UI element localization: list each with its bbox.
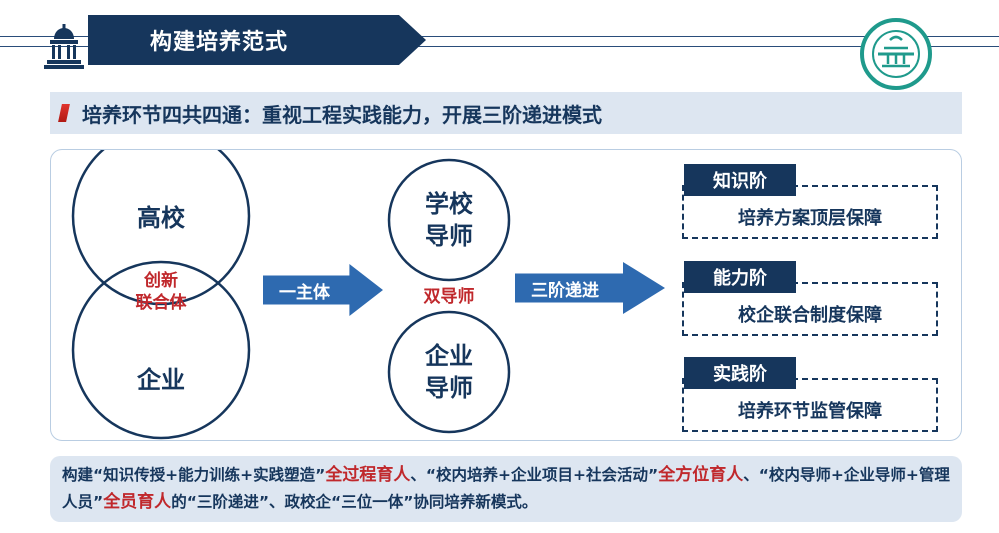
stage-knowledge-desc: 培养方案顶层保障 xyxy=(738,208,882,229)
stage-ability-box: 校企联合制度保障 xyxy=(682,282,938,336)
page-title-text: 构建培养范式 xyxy=(150,30,289,55)
label-school-mentor-line1: 学校 xyxy=(425,190,473,218)
stage-ability-desc: 校企联合制度保障 xyxy=(738,305,882,326)
summary-part3: 、“校内导师+企业导师+管理人员” xyxy=(62,466,950,511)
label-school-mentor-line2: 导师 xyxy=(425,222,473,250)
subtitle-text: 培养环节四共四通：重视工程实践能力，开展三阶递进模式 xyxy=(82,102,602,127)
label-university: 高校 xyxy=(137,204,185,232)
label-dual-mentor: 双导师 xyxy=(423,287,475,307)
label-school-mentor: 学校 导师 xyxy=(399,188,499,252)
label-enterprise-mentor: 企业 导师 xyxy=(399,340,499,404)
stage-ability-tag: 能力阶 xyxy=(684,261,796,293)
header-line-top xyxy=(0,36,999,37)
summary-part1: 构建“知识传授+能力训练+实践塑造” xyxy=(62,466,326,484)
arrow-one-subject-label: 一主体 xyxy=(279,282,330,303)
label-innovation-line2: 联合体 xyxy=(135,293,187,313)
header-line-bottom xyxy=(0,46,999,47)
university-building-icon xyxy=(44,24,84,70)
stage-practice-box: 培养环节监管保障 xyxy=(682,378,938,432)
diagram-circles xyxy=(71,150,511,440)
summary-part4: 的“三阶递进”、政校企“三位一体”协同培养新模式。 xyxy=(171,493,538,511)
summary-highlight1: 全过程育人 xyxy=(325,465,411,485)
label-innovation-line1: 创新 xyxy=(144,271,178,291)
summary-part2: 、“校内培养+企业项目+社会活动” xyxy=(410,466,659,484)
circle-university xyxy=(71,150,251,306)
arrow-three-stage-label: 三阶递进 xyxy=(531,280,599,301)
page-title: 构建培养范式 xyxy=(88,15,426,65)
school-emblem-icon xyxy=(860,18,932,90)
stage-practice-tag: 实践阶 xyxy=(684,357,796,389)
circle-enterprise xyxy=(71,260,251,440)
stage-practice-desc: 培养环节监管保障 xyxy=(738,401,882,422)
label-enterprise: 企业 xyxy=(137,366,185,394)
circle-enterprise-mentor xyxy=(387,310,511,434)
summary-highlight3: 全员育人 xyxy=(103,492,172,512)
label-innovation-alliance: 创新 联合体 xyxy=(111,270,211,314)
red-bullet-icon xyxy=(58,104,70,122)
summary-box: 构建“知识传授+能力训练+实践塑造”全过程育人、“校内培养+企业项目+社会活动”… xyxy=(50,456,962,522)
stage-practice-tag-label: 实践阶 xyxy=(713,364,767,385)
subtitle-bar: 培养环节四共四通：重视工程实践能力，开展三阶递进模式 xyxy=(50,92,962,134)
label-enterprise-mentor-line1: 企业 xyxy=(425,342,473,370)
stage-knowledge-tag: 知识阶 xyxy=(684,164,796,196)
diagram-panel: 高校 企业 创新 联合体 一主体 学校 导师 双导师 企业 导师 三阶递进 xyxy=(50,149,962,441)
stage-knowledge-box: 培养方案顶层保障 xyxy=(682,185,938,239)
stage-ability-tag-label: 能力阶 xyxy=(713,268,767,289)
summary-highlight2: 全方位育人 xyxy=(658,465,744,485)
label-enterprise-mentor-line2: 导师 xyxy=(425,374,473,402)
circle-school-mentor xyxy=(387,158,511,282)
stage-knowledge-tag-label: 知识阶 xyxy=(713,171,767,192)
